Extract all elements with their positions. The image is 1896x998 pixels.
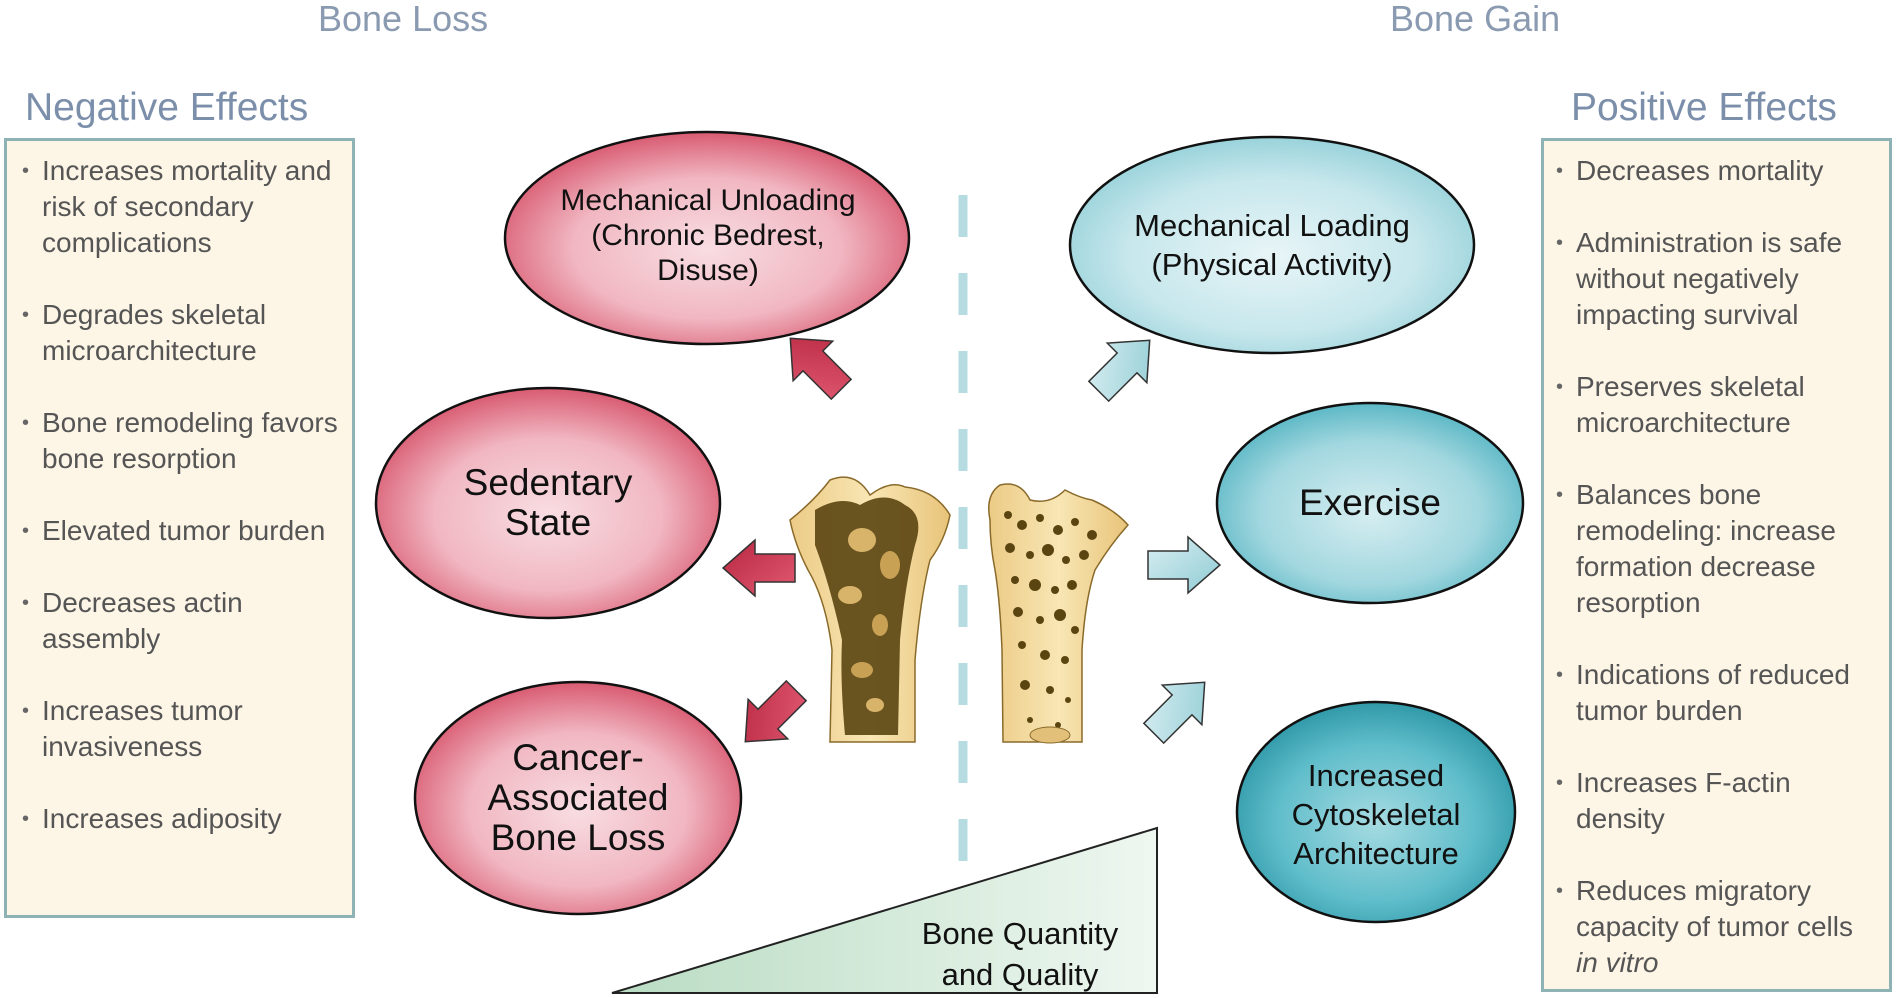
positive-effect-item: Decreases mortality [1556, 153, 1881, 189]
bone-quantity-triangle [611, 826, 1158, 994]
arrow-to-cytoskeletal [1142, 681, 1206, 745]
arrow-to-sedentary [721, 538, 796, 598]
bone-gain-header: Bone Gain [1390, 0, 1561, 39]
negative-effects-panel: Increases mortality and risk of secondar… [4, 138, 355, 918]
positive-effects-title: Positive Effects [1571, 86, 1837, 129]
negative-effect-item: Degrades skeletal microarchitecture [22, 297, 342, 369]
negative-effects-list: Increases mortality and risk of secondar… [22, 153, 342, 837]
positive-effect-item: Balances bone remodeling: increase forma… [1556, 477, 1881, 621]
bone-pores [1004, 511, 1097, 728]
label-cytoskeletal: Increased Cytoskeletal Architecture [1291, 757, 1461, 871]
arrow-to-cancer [744, 679, 808, 743]
positive-effect-item-text: Reduces migratory capacity of tumor cell… [1576, 875, 1853, 942]
negative-effect-item: Increases mortality and risk of secondar… [22, 153, 342, 261]
oval-mechanical-loading [1068, 135, 1476, 355]
label-cancer-bone-loss: Cancer-Associated Bone Loss [487, 737, 669, 858]
positive-effect-item: Indications of reduced tumor burden [1556, 657, 1881, 729]
bone-loss-header: Bone Loss [318, 0, 489, 39]
oval-exercise [1215, 401, 1525, 605]
oval-cancer-bone-loss [413, 680, 743, 916]
positive-effect-item: Preserves skeletal microarchitecture [1556, 369, 1881, 441]
oval-cytoskeletal [1235, 700, 1517, 924]
label-mechanical-unloading: Mechanical Unloading (Chronic Bedrest, D… [560, 183, 856, 287]
negative-effect-item: Increases tumor invasiveness [22, 693, 342, 765]
in-vitro-text: in vitro [1576, 947, 1659, 978]
negative-effect-item: Bone remodeling favors bone resorption [22, 405, 342, 477]
positive-effect-item: Administration is safe without negativel… [1556, 225, 1881, 333]
negative-effects-title: Negative Effects [25, 86, 309, 129]
bone-gain-illustration [988, 483, 1130, 744]
positive-effect-item: Increases F-actin density [1556, 765, 1881, 837]
arrow-to-unloading [789, 337, 853, 401]
arrow-to-loading [1087, 339, 1151, 403]
negative-effect-item: Elevated tumor burden [22, 513, 342, 549]
arrow-to-exercise [1147, 535, 1222, 595]
positive-effects-panel: Decreases mortality Administration is sa… [1541, 138, 1892, 992]
label-mechanical-loading: Mechanical Loading (Physical Activity) [1134, 208, 1410, 282]
positive-effect-item: Reduces migratory capacity of tumor cell… [1556, 873, 1881, 981]
bone-quantity-label: Bone Quantity and Quality [921, 916, 1119, 992]
label-exercise: Exercise [1299, 482, 1441, 523]
oval-mechanical-unloading [503, 130, 911, 346]
negative-effect-item: Increases adiposity [22, 801, 342, 837]
positive-effects-list: Decreases mortality Administration is sa… [1556, 153, 1881, 981]
bone-loss-illustration [789, 476, 951, 743]
oval-sedentary-state [374, 386, 722, 620]
negative-effect-item: Decreases actin assembly [22, 585, 342, 657]
label-sedentary-state: Sedentary State [463, 462, 633, 543]
